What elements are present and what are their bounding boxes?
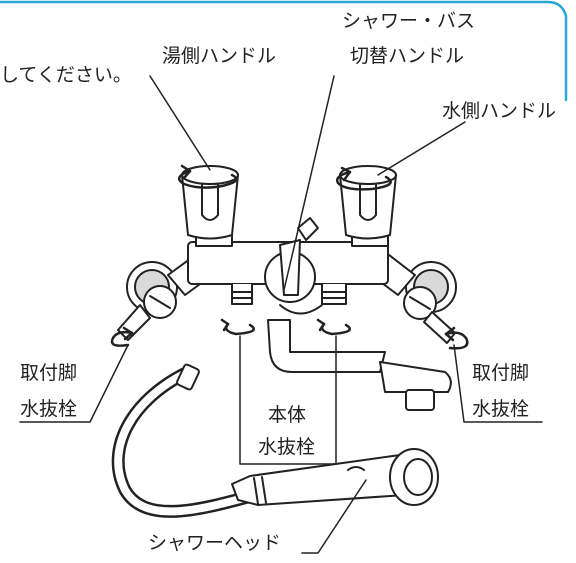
cold-rotate-arrow — [336, 170, 392, 191]
frame-border — [0, 0, 568, 102]
leader-left-drain — [19, 344, 129, 423]
body-drain-right-rotate-arrow — [321, 322, 351, 336]
shower-head-label: シャワーヘッド — [148, 532, 282, 554]
shower-head — [231, 448, 439, 506]
hot-rotate-arrow — [177, 169, 238, 189]
rotation-arrows — [110, 164, 469, 350]
hose-end-fitting — [176, 363, 200, 391]
leader-hot-handle — [149, 75, 211, 171]
right-mount-drain-label-line1: 取付脚 — [472, 362, 530, 384]
switch-handle-label-line1: シャワー・バス — [342, 10, 476, 32]
cold-handle-label: 水側ハンドル — [442, 100, 557, 122]
right-drain-rotate-arrow — [444, 331, 469, 350]
hot-handle — [181, 165, 239, 247]
switch-handle-label-line2: 切替ハンドル — [350, 45, 465, 67]
leader-lines — [19, 75, 543, 554]
leader-cold-handle — [377, 121, 466, 176]
left-mount-drain-label-line2: 水抜栓 — [20, 398, 78, 420]
leader-body-drain — [239, 335, 337, 465]
leader-switch-handle — [283, 75, 335, 291]
hot-handle-label: 湯側ハンドル — [162, 45, 277, 67]
leader-right-drain — [453, 344, 543, 423]
body-drain-left-rotate-arrow — [225, 322, 255, 336]
leader-shower-head — [301, 479, 367, 554]
left-drain-rotate-arrow — [110, 330, 134, 347]
body-drain-label-line2: 水抜栓 — [258, 436, 316, 458]
right-mount-drain-label-line2: 水抜栓 — [472, 398, 530, 420]
instruction-text: してください。 — [0, 64, 132, 86]
switch-handle — [264, 217, 319, 303]
body-drain-label-line1: 本体 — [268, 404, 307, 426]
spout — [267, 319, 452, 411]
left-mount-drain-label-line1: 取付脚 — [20, 362, 78, 384]
